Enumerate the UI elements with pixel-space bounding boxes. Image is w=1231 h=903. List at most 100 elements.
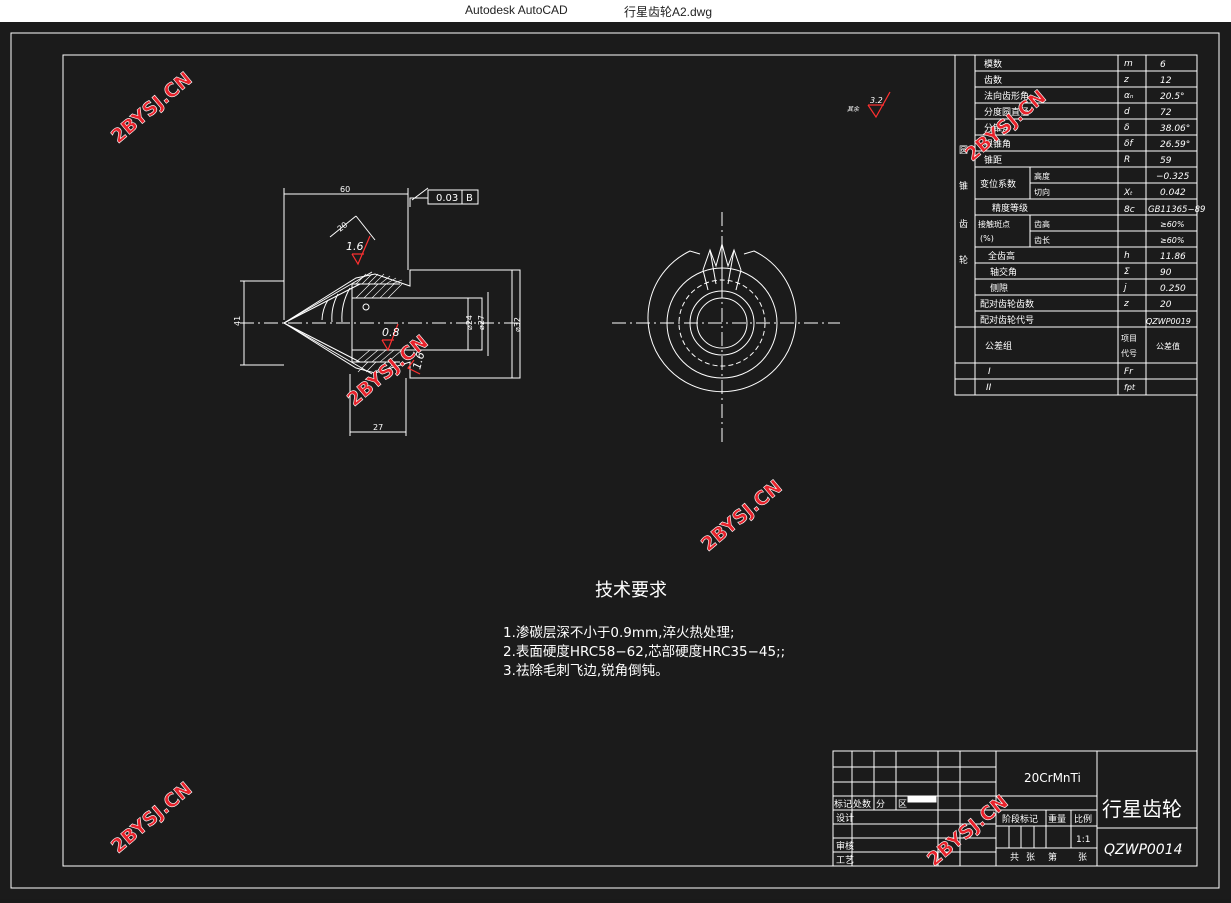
outer-border [10, 32, 1220, 889]
row-val: QZWP0019 [1146, 317, 1191, 326]
row-sym: z [1123, 299, 1129, 309]
side-label-1: 圆 [959, 145, 968, 156]
label-stage: 阶段标记 [1002, 813, 1038, 825]
row-val: 59 [1160, 156, 1172, 166]
param-table [954, 54, 1198, 396]
cad-drawing[interactable]: 60 20 41 27 ⌀24 ⌀27 ⌀32 0.03 B 1.6 0.8 1… [0, 22, 1231, 899]
roughness-1: 1.6 [346, 240, 364, 253]
dim-41: 41 [233, 316, 242, 326]
row-sub: 切向 [1034, 187, 1050, 197]
side-label-2: 锥 [959, 180, 968, 192]
row-label: 全齿高 [988, 250, 1015, 262]
label-zone2: 区 [898, 799, 907, 810]
row-label: 分度圆直径 [984, 106, 1029, 118]
watermark-text: 2BYSJ.CN [107, 778, 196, 858]
col-code: 代号 [1121, 348, 1137, 358]
drawing-number: QZWP0014 [1104, 842, 1183, 858]
tech-req-item: 2.表面硬度HRC58−62,芯部硬度HRC35−45;; [503, 644, 785, 660]
row-sub: 齿长 [1034, 235, 1050, 245]
label-sheet2: 张 [1078, 852, 1087, 863]
row-val: 12 [1160, 76, 1172, 86]
row-sym: d [1124, 107, 1130, 117]
row-sym: Σ [1124, 267, 1130, 277]
row-val: ≥60% [1160, 236, 1184, 245]
watermark-text: 2BYSJ.CN [107, 68, 196, 148]
row-val: 90 [1160, 268, 1172, 278]
row-label: 轴交角 [990, 266, 1017, 278]
col-value: 公差值 [1156, 341, 1180, 351]
group-row-label: II [986, 383, 992, 393]
dim-20: 20 [336, 220, 350, 233]
label-design: 设计 [836, 812, 854, 824]
row-val: 11.86 [1160, 252, 1186, 262]
row-sym: 8c [1124, 205, 1135, 215]
app-name: Autodesk AutoCAD [465, 3, 568, 17]
row-label: 配对齿轮代号 [980, 314, 1034, 326]
row-sub: 齿高 [1034, 219, 1050, 229]
title-block-texts: 20CrMnTi 行星齿轮 QZWP0014 标记 处数 分 区 设计 审核 工… [834, 771, 1183, 866]
dim-60: 60 [340, 185, 350, 194]
row-sub: 高度 [1034, 171, 1050, 181]
label-sheets: 张 [1026, 852, 1035, 863]
row-label: 精度等级 [992, 202, 1028, 214]
row-val: ≥60% [1160, 220, 1184, 229]
row-sym: R [1124, 155, 1130, 165]
row-label: 变位系数 [980, 178, 1016, 190]
col-item: 项目 [1121, 334, 1137, 343]
row-sym: j [1122, 283, 1127, 293]
row-sym: αₙ [1124, 91, 1134, 101]
tolerance-group-label: 公差组 [985, 340, 1012, 352]
row-label: 模数 [984, 58, 1002, 70]
row-val: GB11365−89 [1148, 205, 1205, 215]
dim-27: 27 [373, 423, 383, 432]
tech-req-title: 技术要求 [595, 580, 667, 601]
label-zone: 分 [876, 799, 885, 810]
group-row-sym: Fr [1124, 367, 1134, 377]
label-num: 第 [1048, 851, 1057, 863]
row-label: 锥距 [984, 154, 1002, 166]
material: 20CrMnTi [1024, 771, 1081, 785]
part-name: 行星齿轮 [1102, 797, 1182, 821]
label-scale: 比例 [1074, 813, 1092, 825]
row-val: −0.325 [1156, 172, 1190, 182]
tech-req-item: 1.渗碳层深不小于0.9mm,淬火热处理; [503, 625, 735, 641]
roughness-symbols [351, 91, 891, 375]
drawing-canvas[interactable]: 60 20 41 27 ⌀24 ⌀27 ⌀32 0.03 B 1.6 0.8 1… [0, 22, 1231, 899]
row-val: 0.250 [1160, 284, 1186, 294]
row-sym: h [1124, 251, 1130, 261]
side-label-4: 轮 [959, 254, 968, 266]
dimension-texts: 60 20 41 27 ⌀24 ⌀27 ⌀32 0.03 B [233, 185, 522, 432]
row-label: 接触斑点 [978, 219, 1010, 229]
row-val: 72 [1160, 108, 1172, 118]
watermarks: 2BYSJ.CN 2BYSJ.CN 2BYSJ.CN 2BYSJ.CN 2BYS… [107, 68, 1051, 872]
tech-req-item: 3.祛除毛刺飞边,锐角倒钝。 [503, 663, 669, 679]
label-count: 处数 [853, 798, 871, 810]
label-review: 审核 [836, 840, 854, 852]
row-sym: z [1123, 75, 1129, 85]
watermark-text: 2BYSJ.CN [343, 331, 432, 411]
row-sym: Xₜ [1123, 188, 1133, 198]
roughness-2: 0.8 [382, 326, 400, 339]
roughness-4: 3.2 [870, 96, 883, 105]
row-val: 20 [1160, 300, 1172, 310]
title-block [832, 750, 1198, 867]
roughness-3: 1.6 [410, 351, 427, 371]
row-val: 6 [1160, 60, 1166, 70]
group-row-sym: fpt [1124, 383, 1136, 392]
row-val: 20.5° [1160, 92, 1185, 102]
label-weight: 重量 [1048, 813, 1066, 825]
watermark-text: 2BYSJ.CN [923, 791, 1012, 871]
roughness-other-label: 其余 [847, 105, 860, 113]
group-row-label: I [988, 367, 991, 377]
label-total: 共 [1010, 852, 1019, 863]
row-val: 38.06° [1160, 124, 1190, 134]
dim-d27: ⌀27 [477, 315, 486, 330]
roughness-texts: 1.6 0.8 1.6 3.2 其余 [346, 96, 883, 371]
section-view [240, 187, 521, 436]
end-view [612, 212, 840, 442]
row-sym: δ [1124, 123, 1130, 133]
inner-border [62, 54, 1198, 867]
row-val: 0.042 [1160, 188, 1186, 198]
tolerance-datum: B [466, 193, 473, 204]
scale-value: 1:1 [1076, 835, 1090, 845]
